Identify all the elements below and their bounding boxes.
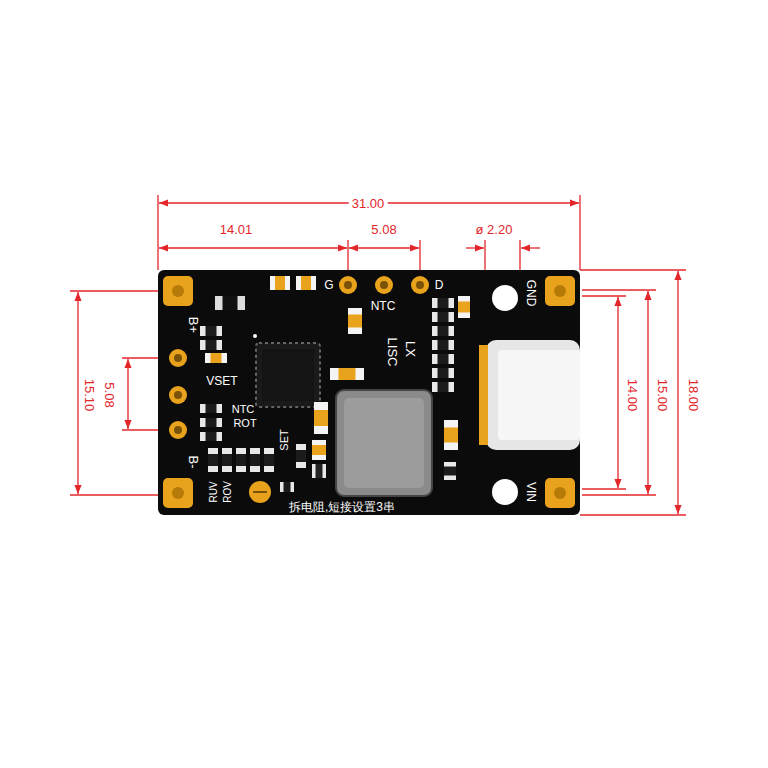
pin-name: B+ (187, 317, 200, 333)
dimension-value: ø 2.20 (476, 223, 513, 236)
smd-part (444, 420, 458, 450)
inductor-marking: LX (404, 341, 417, 357)
trim-potentiometer (249, 481, 271, 503)
smd-part (314, 402, 328, 434)
smd-part (432, 368, 454, 378)
inductor-marking: LISC (386, 338, 399, 367)
dimension-value: 15.10 (83, 379, 96, 412)
smd-part (312, 464, 326, 478)
dimension-lines (70, 195, 686, 515)
dimension-value: 5.08 (371, 223, 396, 236)
pin-name: GND (525, 280, 537, 307)
smd-part (200, 432, 222, 441)
pin-name: B- (187, 456, 200, 469)
smd-part (205, 353, 227, 363)
dimension-value: 18.00 (687, 379, 700, 412)
dimension-value: 14.01 (220, 223, 253, 236)
smd-part (312, 440, 326, 460)
dimension-value: 31.00 (349, 197, 388, 210)
smd-part (264, 448, 274, 472)
smd-part (270, 276, 290, 290)
inductor (336, 390, 432, 496)
smd-part (200, 340, 222, 350)
pin-name: VSET (206, 375, 237, 387)
smd-part (208, 448, 218, 472)
dimension-value: 5.08 (103, 382, 116, 407)
pin-name: ROT (233, 418, 256, 429)
dimension-value: 15.00 (656, 379, 669, 412)
smd-part (458, 296, 470, 318)
pin-name: ROV (223, 481, 233, 503)
smd-part (296, 276, 316, 290)
pcb-board (158, 270, 580, 515)
smd-part (236, 448, 246, 472)
pin-name: RUV (209, 481, 219, 502)
smd-part (444, 462, 456, 480)
smd-part (432, 340, 454, 350)
pin-name: NTC (371, 300, 396, 312)
smd-part (296, 444, 306, 468)
pin-name: VIN (525, 482, 537, 502)
smd-part (215, 296, 245, 310)
smd-part (200, 404, 222, 413)
smd-part (200, 326, 222, 336)
smd-part (330, 368, 364, 380)
pin-name: D (435, 279, 444, 291)
smd-part (222, 448, 232, 472)
smd-part (348, 308, 362, 334)
smd-part (432, 354, 454, 364)
smd-components (200, 276, 470, 492)
smd-part (432, 382, 454, 392)
smd-part (432, 298, 454, 308)
pin-name: NTC (232, 404, 255, 415)
usb-c-connector (479, 340, 580, 450)
dimension-value: 14.00 (626, 379, 639, 412)
smd-part (432, 326, 454, 336)
pin-name: SET (279, 429, 290, 450)
pin-name: G (324, 279, 333, 291)
silkscreen-note: 拆电阻,短接设置3串 (289, 501, 395, 513)
controller-chip (253, 334, 320, 407)
smd-part (432, 312, 454, 322)
smd-part (280, 482, 294, 492)
smd-part (200, 418, 222, 427)
smd-part (250, 448, 260, 472)
